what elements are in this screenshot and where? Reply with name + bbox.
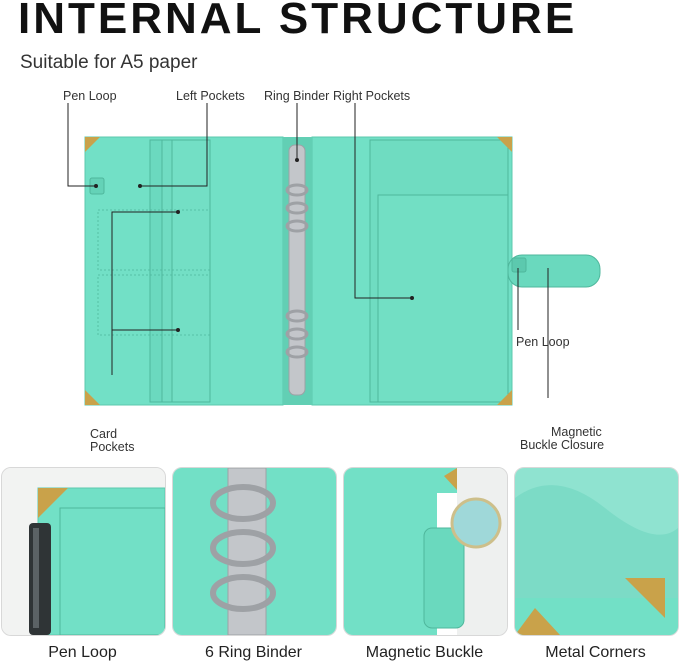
callout-ring-binder: Ring Binder [264,89,330,103]
card-pocket-row-2 [97,274,211,336]
caption-ring-binder: 6 Ring Binder [205,644,302,661]
right-pen-loop [511,257,527,273]
binder-rings [285,183,309,359]
callout-right-pockets: Right Pockets [333,89,411,103]
left-pocket-3 [171,139,211,403]
page-subtitle: Suitable for A5 paper [20,52,198,73]
metal-corners [85,137,512,405]
binder-illustration [67,103,601,406]
callout-magnetic-line2: Buckle Closure [520,438,605,452]
callout-lines [67,103,549,398]
pen-loop-photo [2,468,165,635]
caption-pen-loop: Pen Loop [48,644,117,661]
callout-left-pockets: Left Pockets [176,89,245,103]
callout-magnetic-line1: Magnetic [551,425,602,439]
caption-magnetic-buckle: Magnetic Buckle [365,644,484,661]
card-pocket-row-1 [97,209,211,271]
feature-panel-pen-loop [1,467,166,636]
callout-pen-loop-right: Pen Loop [516,335,570,349]
magnetic-buckle-photo [344,468,507,635]
callout-dots [94,158,414,332]
ring-binder-photo [173,468,336,635]
page-title: INTERNAL STRUCTURE [18,0,578,43]
feature-panel-metal-corners [514,467,679,636]
caption-metal-corners: Metal Corners [545,644,646,661]
callout-card-pockets-line1: Card [90,427,118,441]
feature-panel-magnetic-buckle [343,467,508,636]
magnetic-strap [507,254,601,288]
callout-pen-loop-left: Pen Loop [63,89,117,103]
metal-corners-photo [515,468,678,635]
feature-panel-ring-binder [172,467,337,636]
callout-card-pockets-line2: Pockets [90,440,135,454]
